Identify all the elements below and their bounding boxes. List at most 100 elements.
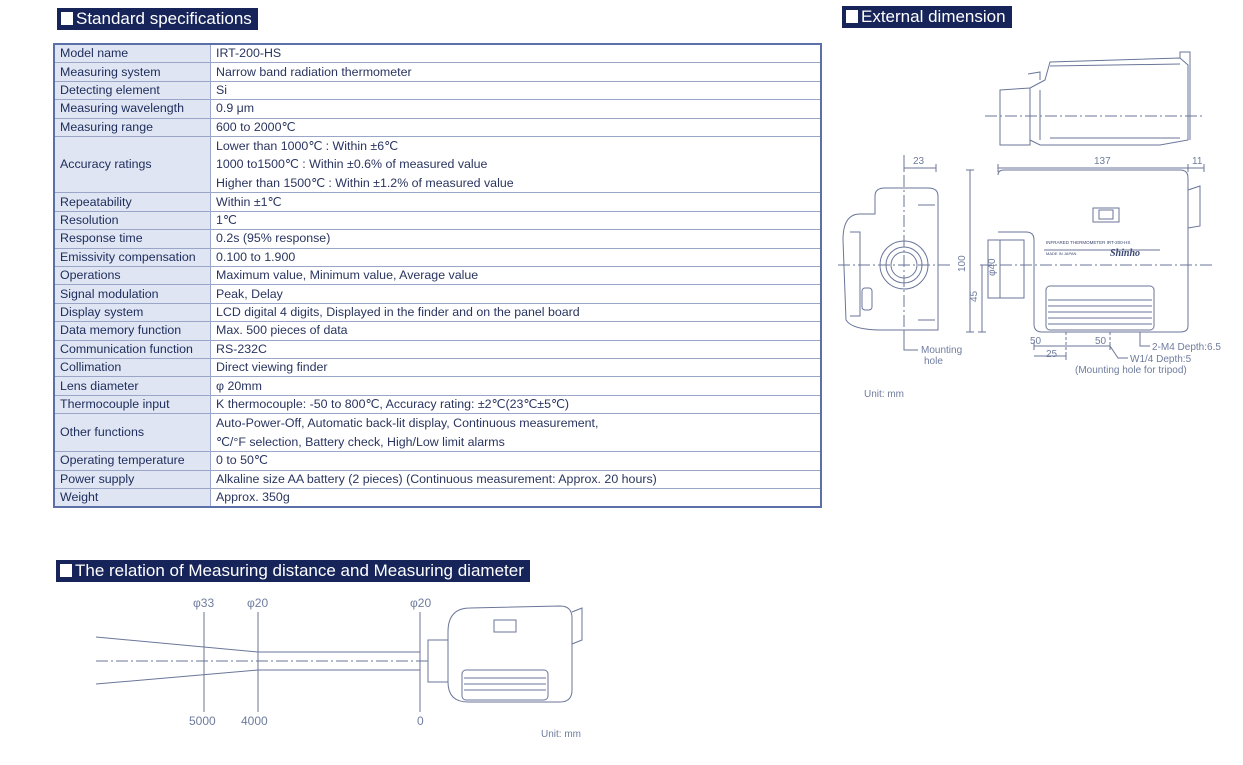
- spec-value-line: 0.100 to 1.900: [216, 249, 296, 264]
- dim-23: 23: [913, 156, 925, 167]
- spec-value: K thermocouple: -50 to 800℃, Accuracy ra…: [210, 394, 822, 415]
- spec-value-line: Higher than 1500℃ : Within ±1.2% of meas…: [216, 175, 514, 190]
- spec-label: Repeatability: [53, 192, 211, 212]
- device-made-in: MADE IN JAPAN: [1046, 251, 1076, 256]
- spec-label: Emissivity compensation: [53, 247, 211, 268]
- spec-label: Model name: [53, 43, 211, 64]
- spec-value-line: 0.9 μm: [216, 101, 255, 116]
- spec-value-line: ℃/°F selection, Battery check, High/Low …: [216, 434, 505, 449]
- tripod-note: (Mounting hole for tripod): [1075, 365, 1187, 376]
- spec-value-line: Direct viewing finder: [216, 360, 328, 375]
- spec-value-line: Auto-Power-Off, Automatic back-lit displ…: [216, 416, 599, 431]
- spec-value-line: φ 20mm: [216, 378, 262, 393]
- spec-row: Collimation Direct viewing finder: [53, 357, 822, 378]
- spec-row: Emissivity compensation 0.100 to 1.900: [53, 247, 822, 268]
- spec-value-line: 0.2s (95% response): [216, 231, 331, 246]
- relation-title: The relation of Measuring distance and M…: [56, 560, 530, 582]
- relation-unit-label: Unit: mm: [541, 729, 581, 740]
- spec-row: Signal modulation Peak, Delay: [53, 284, 822, 304]
- spec-value-line: Peak, Delay: [216, 286, 283, 301]
- spec-label: Collimation: [53, 357, 211, 378]
- spec-row: Power supply Alkaline size AA battery (2 …: [53, 469, 822, 489]
- spec-label: Communication function: [53, 339, 211, 359]
- spec-value-line: 1000 to1500℃ : Within ±0.6% of measured …: [216, 157, 488, 172]
- spec-value-line: Narrow band radiation thermometer: [216, 64, 412, 79]
- spec-label: Weight: [53, 487, 211, 508]
- ext-unit-label: Unit: mm: [864, 389, 904, 400]
- top-view-drawing: [999, 51, 1191, 146]
- spec-label: Accuracy ratings: [53, 135, 211, 194]
- dim-45: 45: [969, 290, 980, 302]
- square-bullet-icon: [60, 564, 72, 577]
- spec-value: RS-232C: [210, 339, 822, 359]
- spec-value: 0.9 μm: [210, 99, 822, 119]
- device-brand: Shinho: [1110, 248, 1140, 259]
- spec-value-line: Approx. 350g: [216, 490, 290, 505]
- spec-value-line: Within ±1℃: [216, 194, 282, 209]
- spec-value-line: RS-232C: [216, 341, 267, 356]
- spec-row: Model name IRT-200-HS: [53, 43, 822, 64]
- spec-value-line: Maximum value, Minimum value, Average va…: [216, 268, 479, 283]
- spec-value: 0.100 to 1.900: [210, 247, 822, 268]
- w14-depth-note: W1/4 Depth:5: [1130, 354, 1192, 365]
- spec-value: Alkaline size AA battery (2 pieces) (Con…: [210, 469, 822, 489]
- spec-value-line: Alkaline size AA battery (2 pieces) (Con…: [216, 471, 657, 486]
- spec-label: Resolution: [53, 210, 211, 231]
- spec-value: Approx. 350g: [210, 487, 822, 508]
- spec-value: Peak, Delay: [210, 284, 822, 304]
- spec-row: Communication function RS-232C: [53, 339, 822, 359]
- dim-25: 25: [1046, 349, 1058, 360]
- spec-value: Auto-Power-Off, Automatic back-lit displ…: [210, 413, 822, 453]
- diameter-label-0: φ20: [410, 596, 431, 610]
- spec-label: Power supply: [53, 469, 211, 489]
- spec-row: Weight Approx. 350g: [53, 487, 822, 508]
- spec-value-line: Max. 500 pieces of data: [216, 323, 348, 338]
- spec-label: Measuring wavelength: [53, 99, 211, 119]
- spec-value-line: LCD digital 4 digits, Displayed in the f…: [216, 304, 580, 319]
- spec-value: LCD digital 4 digits, Displayed in the f…: [210, 302, 822, 323]
- square-bullet-icon: [846, 10, 858, 23]
- m4-depth-note: 2-M4 Depth:6.5: [1152, 342, 1221, 353]
- spec-label: Measuring system: [53, 62, 211, 82]
- specifications-table: Model name IRT-200-HS Measuring system Narr…: [53, 43, 822, 509]
- dim-100: 100: [957, 255, 968, 272]
- dim-50-a: 50: [1030, 336, 1042, 347]
- spec-value-line: IRT-200-HS: [216, 46, 282, 61]
- spec-label: Thermocouple input: [53, 394, 211, 415]
- spec-label: Response time: [53, 229, 211, 249]
- side-view-drawing: [842, 187, 939, 331]
- spec-label: Detecting element: [53, 80, 211, 101]
- spec-label: Measuring range: [53, 117, 211, 137]
- spec-row: Thermocouple input K thermocouple: -50 to…: [53, 394, 822, 415]
- spec-value: IRT-200-HS: [210, 43, 822, 64]
- section-title-text: The relation of Measuring distance and M…: [75, 561, 524, 580]
- distance-label-5000: 5000: [189, 714, 216, 728]
- diameter-label-4000: φ20: [247, 596, 268, 610]
- square-bullet-icon: [61, 12, 73, 25]
- spec-value-line: 600 to 2000℃: [216, 119, 296, 134]
- spec-value: φ 20mm: [210, 376, 822, 396]
- dim-phi40: φ40: [987, 258, 998, 276]
- diameter-label-5000: φ33: [193, 596, 214, 610]
- spec-value-line: 1℃: [216, 213, 237, 228]
- relation-diagram: [95, 605, 583, 712]
- device-label: INFRARED THERMOMETER IRT-200-HS: [1046, 240, 1130, 245]
- mounting-hole-label-2: hole: [924, 356, 943, 367]
- spec-value-line: 0 to 50℃: [216, 453, 268, 468]
- distance-label-0: 0: [417, 714, 424, 728]
- spec-value-line: Si: [216, 82, 228, 97]
- dim-11: 11: [1192, 156, 1203, 167]
- spec-value-line: K thermocouple: -50 to 800℃, Accuracy ra…: [216, 396, 570, 411]
- spec-label: Signal modulation: [53, 284, 211, 304]
- standard-specifications-title: Standard specifications: [57, 8, 258, 30]
- spec-row: Resolution 1℃: [53, 210, 822, 231]
